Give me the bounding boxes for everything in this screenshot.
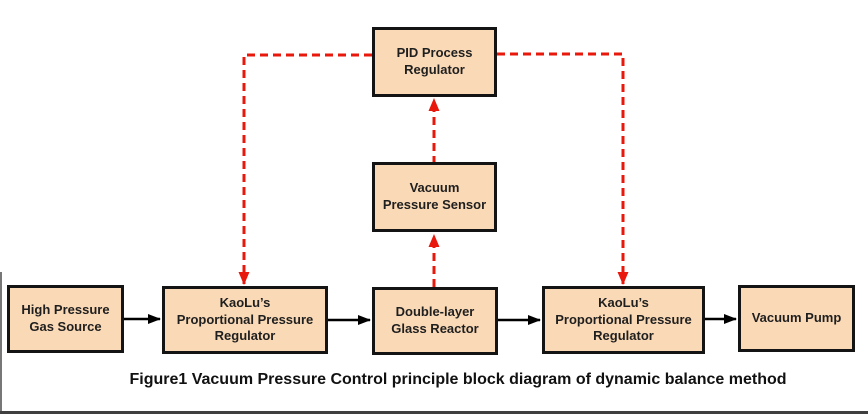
block-vacuum-pressure-sensor: Vacuum Pressure Sensor — [372, 162, 497, 232]
frame-left-edge — [0, 272, 2, 414]
frame-bottom-edge — [0, 411, 868, 414]
block-double-layer-glass-reactor: Double-layer Glass Reactor — [372, 287, 498, 355]
block-proportional-pressure-regulator-left: KaoLu’s Proportional Pressure Regulator — [162, 286, 328, 354]
arrow-pid-to-right-regulator — [497, 52, 629, 285]
block-vacuum-pump: Vacuum Pump — [738, 285, 855, 352]
arrow-pid-to-left-regulator — [238, 53, 372, 285]
block-proportional-pressure-regulator-right: KaoLu’s Proportional Pressure Regulator — [542, 286, 705, 354]
block-high-pressure-gas-source: High Pressure Gas Source — [7, 285, 124, 353]
figure-caption: Figure1 Vacuum Pressure Control principl… — [129, 371, 787, 388]
block-pid-process-regulator: PID Process Regulator — [372, 27, 497, 97]
